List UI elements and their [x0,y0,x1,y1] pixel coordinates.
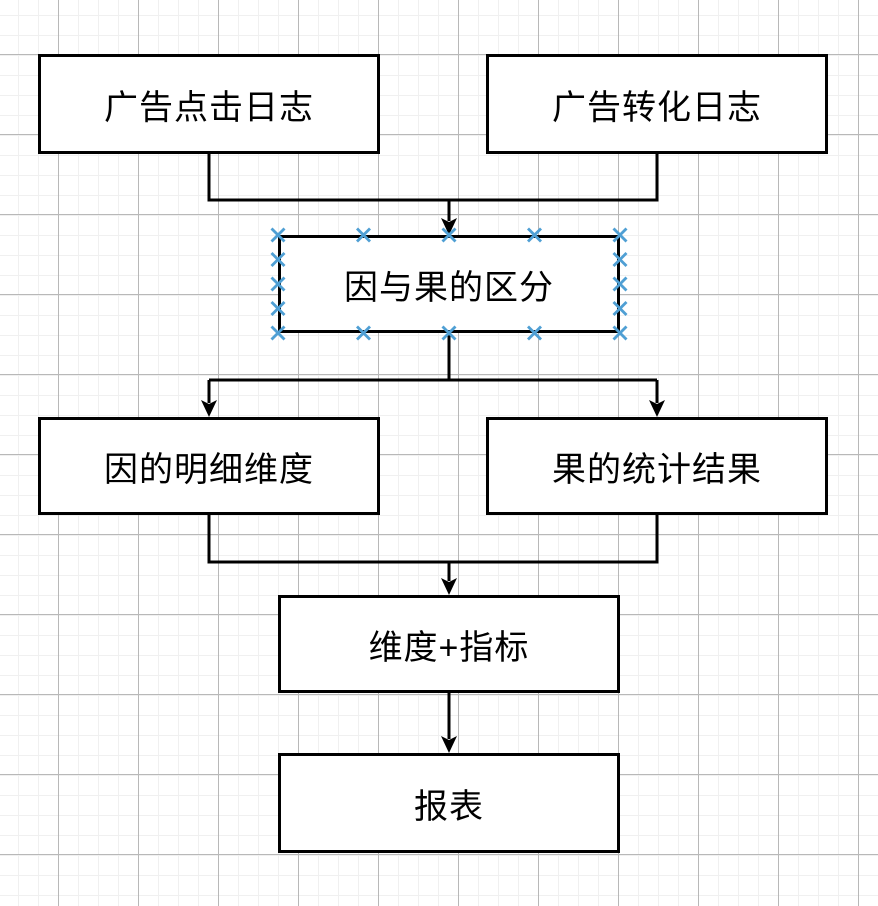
node-report[interactable]: 报表 [278,753,620,853]
arrowhead-icon [441,736,457,753]
node-cause-effect-split[interactable]: 因与果的区分 [278,235,620,333]
node-cause-detail-dims[interactable]: 因的明细维度 [38,417,380,515]
node-label: 广告点击日志 [104,88,314,127]
arrowheads [201,218,665,753]
arrowhead-icon [441,218,457,235]
node-label: 广告转化日志 [552,88,762,127]
arrowhead-icon [649,400,665,417]
node-dims-plus-metrics[interactable]: 维度+指标 [278,595,620,693]
node-label: 维度+指标 [368,628,530,667]
node-label: 因的明细维度 [104,450,314,489]
arrowhead-icon [201,400,217,417]
node-ad-click-log[interactable]: 广告点击日志 [38,54,380,154]
edge-sources-to-cause-effect[interactable] [207,154,659,221]
node-label: 因与果的区分 [344,268,554,307]
arrowhead-icon [441,578,457,595]
node-ad-conversion-log[interactable]: 广告转化日志 [486,54,828,154]
node-label: 报表 [414,787,484,826]
edge-merge-to-dims-metrics[interactable] [207,515,659,581]
node-effect-stat-results[interactable]: 果的统计结果 [486,417,828,515]
node-label: 果的统计结果 [552,450,762,489]
edge-cause-effect-split[interactable] [207,333,659,403]
